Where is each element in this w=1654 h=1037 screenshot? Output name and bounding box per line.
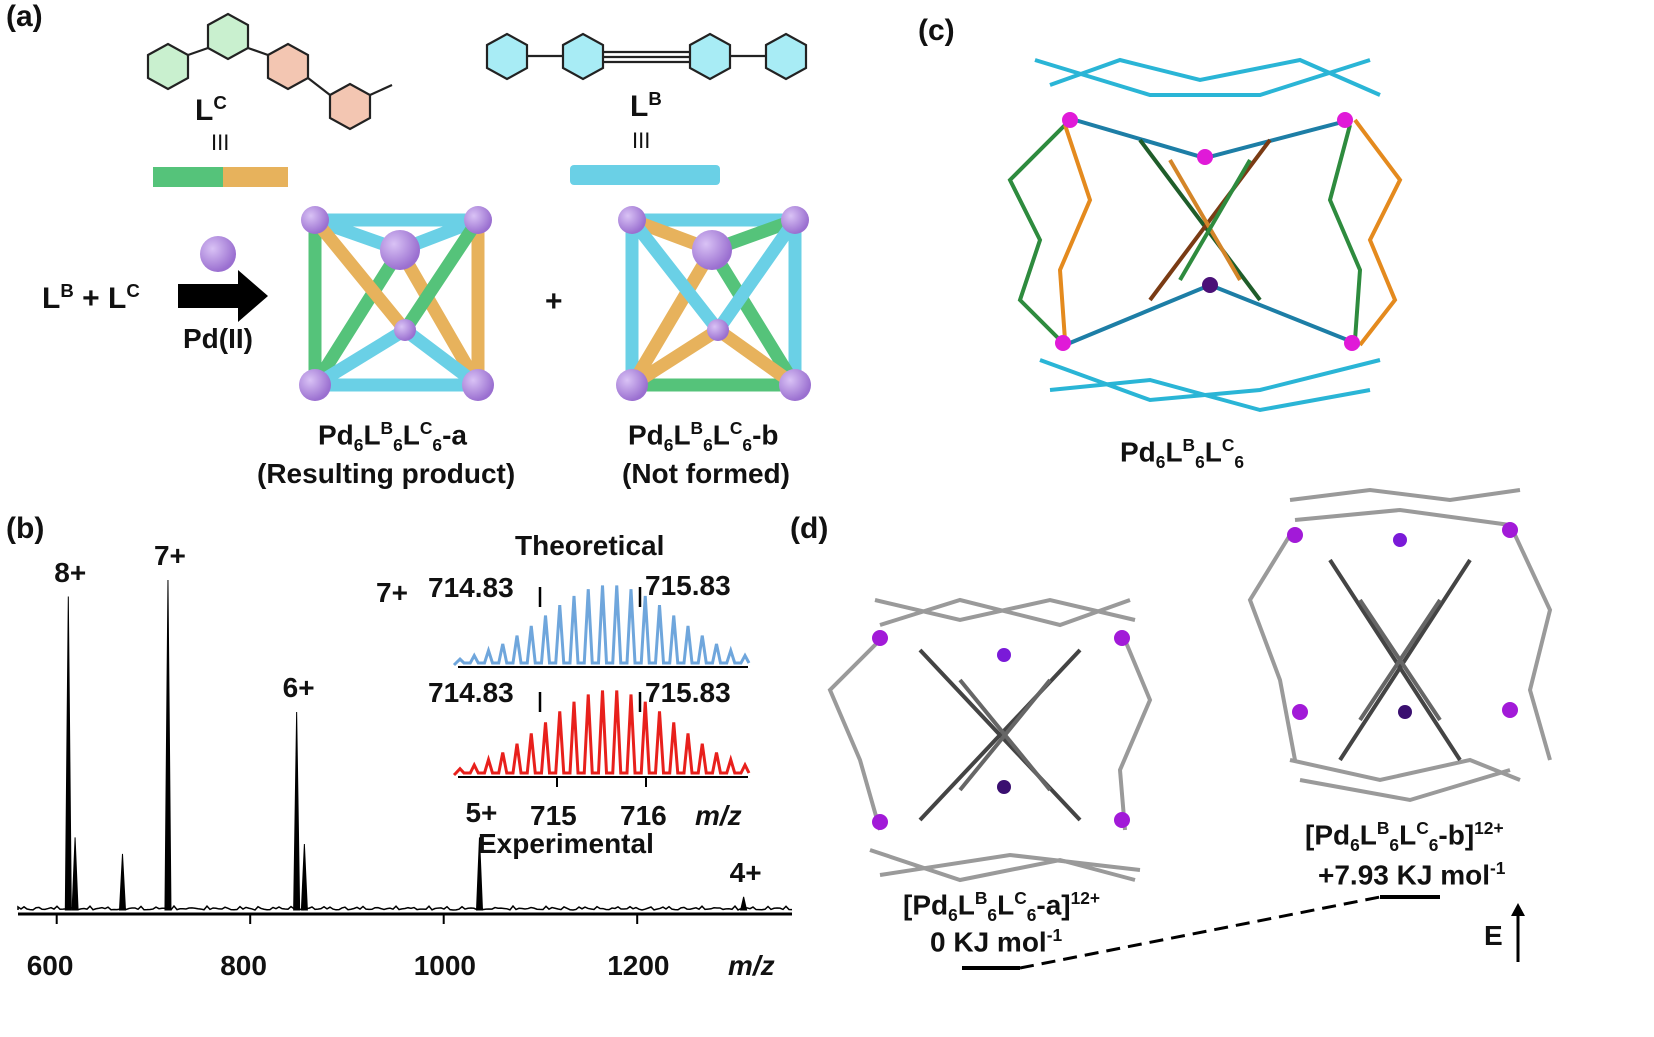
- ms-peak-label: 7+: [153, 540, 186, 571]
- ligand-b-structure: [485, 32, 808, 81]
- ms-peak: [293, 711, 301, 911]
- octahedron-b-model: [625, 213, 802, 392]
- octahedron-b-nodes: [616, 206, 811, 401]
- inset-tick-715: 715: [530, 800, 577, 831]
- ms-peak: [164, 579, 172, 911]
- ms-peak: [118, 853, 127, 911]
- theoretical-isotope-pattern: [452, 585, 751, 667]
- panel-label-b: (b): [6, 512, 45, 545]
- isomer-a-formula: [Pd6LB6LC6-a]12+: [903, 888, 1101, 925]
- mass-spectrum: [17, 579, 793, 924]
- structure-d-isomer-b: [1247, 487, 1553, 803]
- ligand-c-label: LC: [195, 92, 227, 127]
- isotope-inset: [452, 585, 751, 787]
- pd-sphere-icon: [200, 236, 236, 272]
- energy-axis-arrowhead: [1511, 903, 1525, 916]
- ligand-b-label: LB: [630, 88, 662, 123]
- ms-peak: [739, 896, 748, 911]
- reaction-arrow-icon: [178, 270, 268, 322]
- panel-label-c: (c): [918, 14, 955, 47]
- inset-theo-marker-left: 714.83: [428, 572, 514, 603]
- ms-peak: [71, 837, 79, 911]
- ms-x-tick-label: 1000: [413, 950, 476, 981]
- ms-peak-label: 4+: [729, 856, 762, 888]
- panel-label-a: (a): [6, 0, 43, 33]
- inset-theo-marker-right: 715.83: [645, 570, 731, 601]
- structure-d-a-pd-atoms: [872, 630, 1130, 830]
- structure-d-isomer-a: [827, 597, 1153, 883]
- energy-axis-label: E: [1484, 920, 1503, 951]
- crystal-c-pd-atoms: [1055, 112, 1360, 351]
- ligand-c-rod: [153, 167, 288, 187]
- experimental-isotope-pattern: [452, 690, 751, 777]
- ms-peak: [300, 843, 308, 911]
- panel-label-d: (d): [790, 512, 829, 545]
- structure-d-b-pd-atoms: [1287, 522, 1518, 720]
- octahedron-a-nodes: [299, 206, 494, 401]
- product-b-formula: Pd6LB6LC6-b: [628, 418, 779, 455]
- ms-x-tick-label: 1200: [607, 950, 670, 981]
- ligand-b-equiv-mark: III: [632, 128, 651, 153]
- ligand-c-structure: [146, 12, 393, 131]
- inset-charge-label: 7+: [376, 577, 408, 608]
- product-a-caption: (Resulting product): [257, 458, 516, 489]
- ms-baseline: [17, 904, 793, 911]
- inset-x-axis-label: m/z: [695, 800, 742, 831]
- inset-experimental-label: Experimental: [478, 828, 654, 859]
- inset-exp-marker-right: 715.83: [645, 677, 731, 708]
- isomer-a-energy: 0 KJ mol-1: [930, 925, 1063, 958]
- energy-diagram: [962, 895, 1525, 970]
- ms-peak: [475, 837, 484, 911]
- ligand-c-equiv-mark: III: [211, 130, 230, 155]
- inset-theoretical-label: Theoretical: [515, 530, 665, 561]
- inset-exp-marker-left: 714.83: [428, 677, 514, 708]
- product-b-caption: (Not formed): [622, 458, 790, 489]
- energy-connector: [1019, 895, 1381, 970]
- crystal-structure-c: [1007, 57, 1403, 413]
- ms-x-tick-label: 800: [220, 950, 267, 981]
- inset-tick-716: 716: [620, 800, 667, 831]
- ms-peak-label: 5+: [465, 797, 498, 829]
- ms-peak: [64, 596, 72, 911]
- reactants-label: LB + LC: [42, 280, 140, 315]
- ms-peak-label: 8+: [54, 556, 87, 588]
- crystal-formula: Pd6LB6LC6: [1120, 435, 1245, 472]
- ms-x-axis-label: m/z: [728, 950, 775, 981]
- ms-peak-label: 6+: [282, 672, 315, 703]
- product-a-formula: Pd6LB6LC6-a: [318, 418, 467, 455]
- ligand-b-rod: [570, 165, 720, 185]
- isomer-b-formula: [Pd6LB6LC6-b]12+: [1305, 818, 1504, 855]
- metal-label: Pd(II): [183, 323, 253, 354]
- products-plus-sign: +: [545, 285, 563, 318]
- isomer-b-energy: +7.93 KJ mol-1: [1318, 858, 1506, 891]
- ms-x-tick-label: 600: [26, 950, 74, 981]
